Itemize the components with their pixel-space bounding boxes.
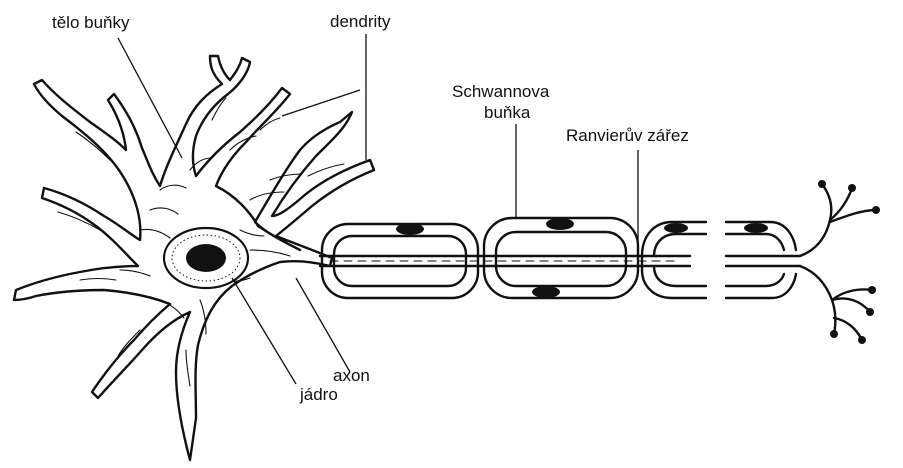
- label-dendrites: dendrity: [330, 12, 390, 32]
- leader-axon: [296, 278, 350, 372]
- leader-dendrites-a: [282, 90, 360, 116]
- label-schwann-line1: Schwannova: [452, 82, 549, 102]
- schwann-cell-3: [642, 222, 706, 298]
- label-schwann-line2: buňka: [484, 103, 530, 123]
- axon-terminals: [800, 180, 880, 344]
- nucleus: [164, 228, 248, 288]
- schwann-cell-4: [726, 222, 800, 298]
- label-axon: axon: [333, 366, 370, 386]
- label-cell-body: tělo buňky: [52, 13, 130, 33]
- leader-nucleus: [232, 278, 296, 384]
- schwann-cell-2: [484, 218, 638, 298]
- label-node-of-ranvier: Ranvierův zářez: [566, 126, 689, 146]
- label-nucleus: jádro: [300, 385, 338, 405]
- axon: [320, 256, 690, 266]
